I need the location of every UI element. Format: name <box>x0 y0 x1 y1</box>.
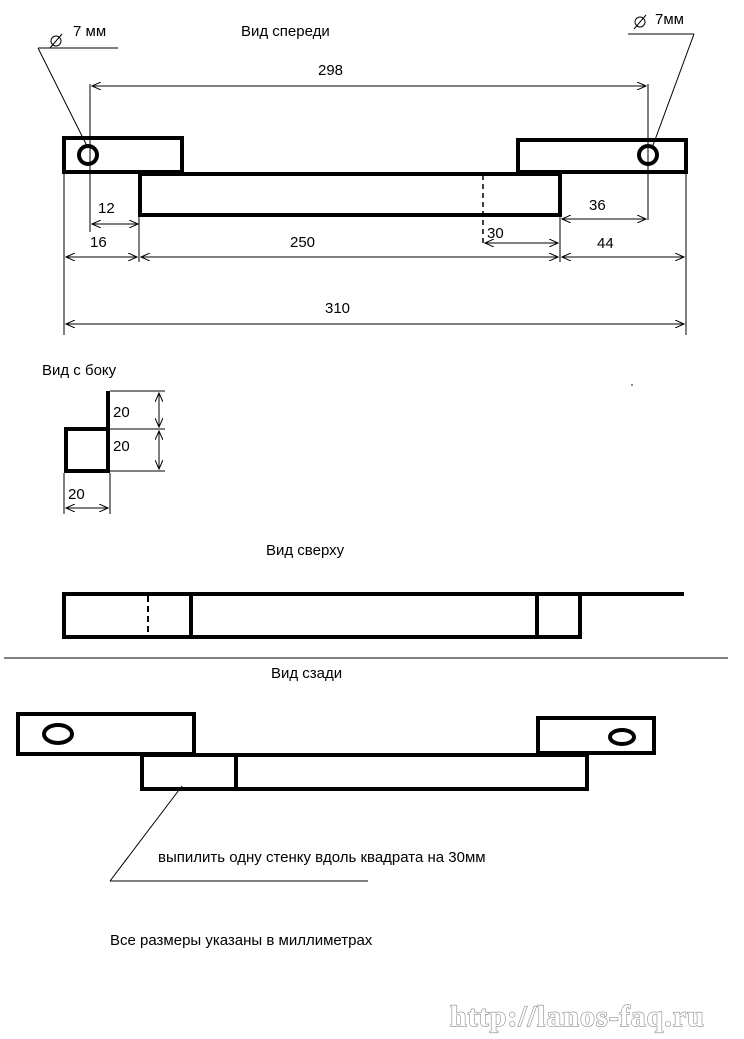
back-left-hole <box>42 723 74 745</box>
dim-hole-spacing: 298 <box>89 62 649 232</box>
right-hole-callout: 7мм <box>628 11 695 149</box>
back-right-hole <box>608 728 636 746</box>
side-dim-width: 20 <box>68 486 85 503</box>
back-tube <box>140 753 589 791</box>
left-hole-diameter: 7 мм <box>73 23 106 40</box>
side-view: Вид с боку 20 20 20 <box>42 362 633 514</box>
back-left-plate <box>16 712 196 756</box>
side-dim-lower: 20 <box>113 438 130 455</box>
dim-12-label: 12 <box>98 200 115 217</box>
dim-16-label: 16 <box>90 234 107 251</box>
site-watermark: http://lanos-faq.ru <box>450 1000 705 1033</box>
dim-250-label: 250 <box>290 234 315 251</box>
front-view: Вид спереди 7 мм 7мм 298 <box>37 11 695 335</box>
side-dim-upper: 20 <box>113 404 130 421</box>
dim-30-label: 30 <box>487 225 504 242</box>
dim-right-offset: 36 <box>562 197 646 219</box>
side-tube-section <box>64 427 110 473</box>
dim-44-label: 44 <box>597 235 614 252</box>
dim-36-label: 36 <box>589 197 606 214</box>
left-hole <box>77 144 99 166</box>
back-view-title: Вид сзади <box>271 665 342 682</box>
dim-left-offset: 12 <box>92 200 138 224</box>
dim-298-label: 298 <box>318 62 343 79</box>
top-outline <box>62 592 582 639</box>
right-plate <box>516 138 688 174</box>
right-hole-diameter: 7мм <box>655 11 684 28</box>
dim-310-label: 310 <box>325 300 350 317</box>
square-tube <box>138 172 562 217</box>
cut-note-leader <box>109 785 183 882</box>
side-view-title: Вид с боку <box>42 362 117 379</box>
dim-total: 310 <box>66 300 684 324</box>
dim-cut-length: 30 <box>485 225 558 243</box>
front-view-title: Вид спереди <box>241 23 330 40</box>
back-right-plate <box>536 716 656 755</box>
cut-note: выпилить одну стенку вдоль квадрата на 3… <box>158 849 486 866</box>
units-note: Все размеры указаны в миллиметрах <box>110 932 373 949</box>
dim-chain: 16 250 44 <box>66 234 684 257</box>
left-hole-callout: 7 мм <box>37 23 118 149</box>
top-view: Вид сверху <box>62 542 684 639</box>
top-view-title: Вид сверху <box>266 542 345 559</box>
back-view: Вид сзади выпилить одну стенку вдоль ква… <box>16 665 656 882</box>
left-plate <box>62 136 184 174</box>
